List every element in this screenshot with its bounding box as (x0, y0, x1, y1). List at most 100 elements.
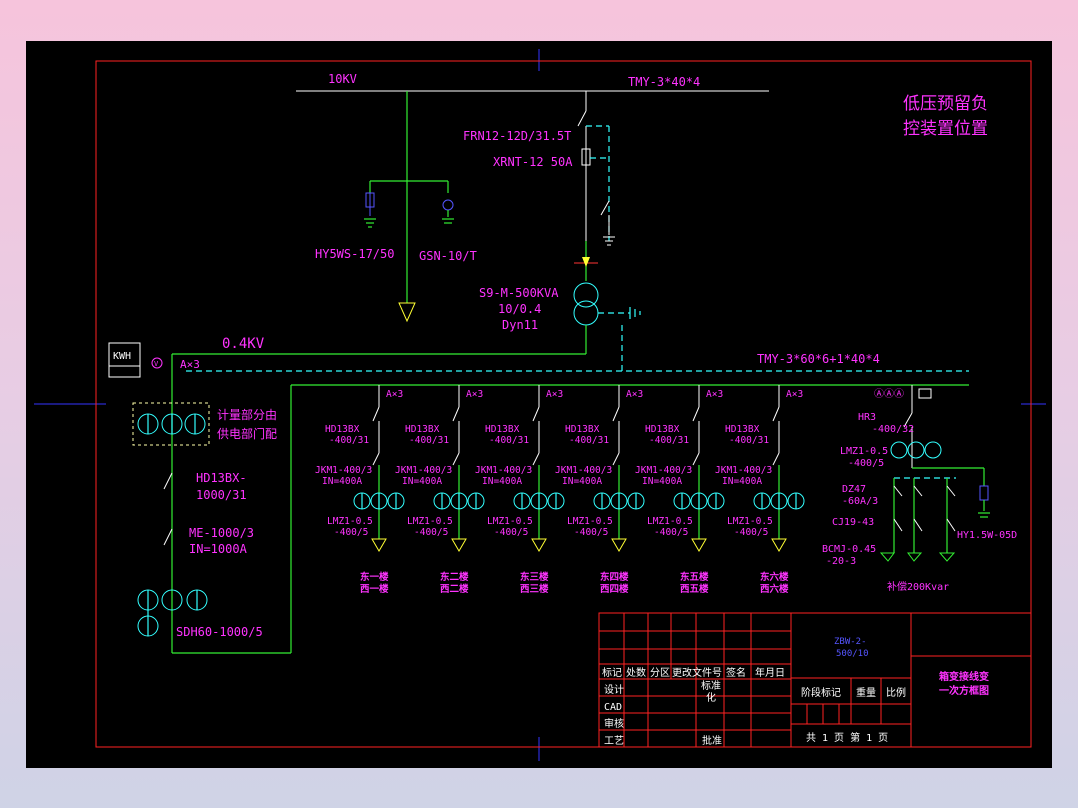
feeder-ct-model: LMZ1-0.5 (727, 516, 773, 527)
feeder-dest-east: 东三楼 (520, 571, 549, 583)
feeder-ammeter: A×3 (706, 389, 723, 400)
feeder-breaker-rating: IN=400A (482, 476, 522, 487)
lv-section: 0.4KV KWH V A×3 TMY-3*60*6+1*40*4 计量部分由 … (108, 336, 969, 654)
tb-header-doc: 更改文件号 (672, 666, 722, 679)
feeder-outlet-arrow (771, 538, 787, 552)
feeder-breaker-rating: IN=400A (402, 476, 442, 487)
feeder-dest-east: 东一楼 (360, 571, 389, 583)
tb-header-mark: 标记 (602, 667, 622, 679)
incoming-breaker-rating: IN=1000A (189, 542, 248, 556)
feeder-switch-rating: -400/31 (649, 435, 689, 446)
feeder-1: A×3HD13BX-400/31JKM1-400/3IN=400ALMZ1-0.… (315, 385, 405, 595)
feeder-outlet-arrow (531, 538, 547, 552)
feeder-switch-model: HD13BX (645, 424, 680, 435)
tb-role-review: 审核 (604, 717, 624, 730)
feeder-dest-west: 西三楼 (520, 583, 549, 595)
feeder-breaker-model: JKM1-400/3 (715, 465, 772, 476)
feeder-ct-rating: -400/5 (334, 527, 368, 538)
feeder-outlet-arrow (691, 538, 707, 552)
kwh-meter-label: KWH (113, 351, 131, 362)
feeder-switch-model: HD13BX (725, 424, 760, 435)
feeder-ammeter: A×3 (386, 389, 403, 400)
tb-stage-mark: 阶段标记 (801, 686, 841, 699)
feeder-ct-model: LMZ1-0.5 (647, 516, 693, 527)
title-block: 标记 处数 分区 更改文件号 签名 年月日 设计 CAD 审核 工艺 标准 化 … (598, 612, 1032, 748)
comp-capacitor-rating: -20-3 (826, 556, 856, 567)
tb-drawing-title-2: 一次方框图 (939, 684, 989, 697)
feeder-ct-model: LMZ1-0.5 (407, 516, 453, 527)
load-switch-label: FRN12-12D/31.5T (463, 129, 571, 143)
feeder-breaker-rating: IN=400A (642, 476, 682, 487)
feeder-outlet-arrow (611, 538, 627, 552)
note-line-2: 控装置位置 (903, 119, 988, 139)
tb-drawing-no-2: 500/10 (836, 649, 869, 659)
feeder-ct-rating: -400/5 (494, 527, 528, 538)
feeder-ct-rating: -400/5 (414, 527, 448, 538)
feeder-dest-east: 东五楼 (680, 571, 709, 583)
comp-meters: ⒶⒶⒶ (874, 388, 904, 400)
tb-weight: 重量 (856, 686, 876, 699)
transformer-vector: Dyn11 (502, 318, 538, 332)
arrester-label: HY5WS-17/50 (315, 247, 394, 261)
feeder-switch-rating: -400/31 (409, 435, 449, 446)
cad-drawing-canvas[interactable]: 10KV TMY-3*40*4 HY5WS-17/50 GSN-10/T (26, 41, 1052, 768)
feeder-switch-rating: -400/31 (329, 435, 369, 446)
feeder-dest-west: 西四楼 (600, 583, 629, 595)
tb-header-sign: 签名 (726, 666, 746, 679)
feeder-dest-west: 西五楼 (680, 583, 709, 595)
feeder-outlet-arrow (371, 538, 387, 552)
incoming-switch-model: HD13BX- (196, 471, 247, 485)
feeder-breaker-rating: IN=400A (722, 476, 762, 487)
feeder-dest-west: 西六楼 (760, 583, 789, 595)
tb-approve: 批准 (702, 734, 722, 747)
indicator-label: GSN-10/T (419, 249, 477, 263)
tb-header-count: 处数 (626, 666, 646, 679)
feeder-switch-rating: -400/31 (569, 435, 609, 446)
comp-total-label: 补偿200Kvar (887, 580, 949, 593)
transformer-ratio: 10/0.4 (498, 302, 541, 316)
feeder-switch-rating: -400/31 (489, 435, 529, 446)
feeder-outlet-arrow (451, 538, 467, 552)
feeder-breaker-rating: IN=400A (562, 476, 602, 487)
incoming-switch-rating: 1000/31 (196, 488, 247, 502)
feeder-ct-rating: -400/5 (574, 527, 608, 538)
hv-busbar-label: TMY-3*40*4 (628, 75, 700, 89)
feeder-dest-east: 东六楼 (760, 571, 789, 583)
comp-ct-model: LMZ1-0.5 (840, 446, 888, 457)
feeder-dest-east: 东二楼 (440, 571, 469, 583)
lv-voltage-label: 0.4KV (222, 336, 265, 352)
incoming-breaker-model: ME-1000/3 (189, 526, 254, 540)
feeder-ct-rating: -400/5 (654, 527, 688, 538)
feeder-ammeter: A×3 (786, 389, 803, 400)
feeder-ct-rating: -400/5 (734, 527, 768, 538)
feeder-ct-model: LMZ1-0.5 (567, 516, 613, 527)
compensation-branch: ⒶⒶⒶ HR3 -400/32 LMZ1-0.5 -400/5 HY1.5W-0… (822, 385, 1017, 593)
drawing-frame (34, 49, 1046, 761)
comp-switch-rating: -400/32 (872, 424, 914, 435)
incoming-ct-label: SDH60-1000/5 (176, 625, 263, 639)
tb-standard-2: 化 (706, 691, 716, 704)
tb-standard-1: 标准 (701, 680, 721, 692)
feeder-breaker-model: JKM1-400/3 (555, 465, 612, 476)
lv-busbar-label: TMY-3*60*6+1*40*4 (757, 352, 880, 366)
tb-header-date: 年月日 (755, 666, 785, 679)
feeder-switch-model: HD13BX (405, 424, 440, 435)
feeder-breaker-model: JKM1-400/3 (475, 465, 532, 476)
feeder-dest-west: 西一楼 (360, 583, 389, 595)
lv-ammeter-mark: A×3 (180, 358, 200, 371)
meter-note-2: 供电部门配 (217, 426, 277, 441)
tb-drawing-title-1: 箱变接线变 (939, 670, 989, 683)
tb-role-cad: CAD (604, 702, 622, 713)
hv-section: 10KV TMY-3*40*4 HY5WS-17/50 GSN-10/T (296, 72, 769, 371)
feeder-switch-model: HD13BX (565, 424, 600, 435)
transformer-model: S9-M-500KVA (479, 286, 559, 300)
feeder-ammeter: A×3 (546, 389, 563, 400)
feeder-ammeter: A×3 (626, 389, 643, 400)
note-line-1: 低压预留负 (903, 94, 988, 114)
voltmeter-mark: V (154, 360, 159, 368)
tb-role-design: 设计 (604, 683, 624, 696)
comp-arrester-label: HY1.5W-05D (957, 530, 1017, 541)
feeder-breaker-model: JKM1-400/3 (315, 465, 372, 476)
arrester-symbol (364, 192, 376, 228)
feeder-3: A×3HD13BX-400/31JKM1-400/3IN=400ALMZ1-0.… (475, 385, 565, 595)
